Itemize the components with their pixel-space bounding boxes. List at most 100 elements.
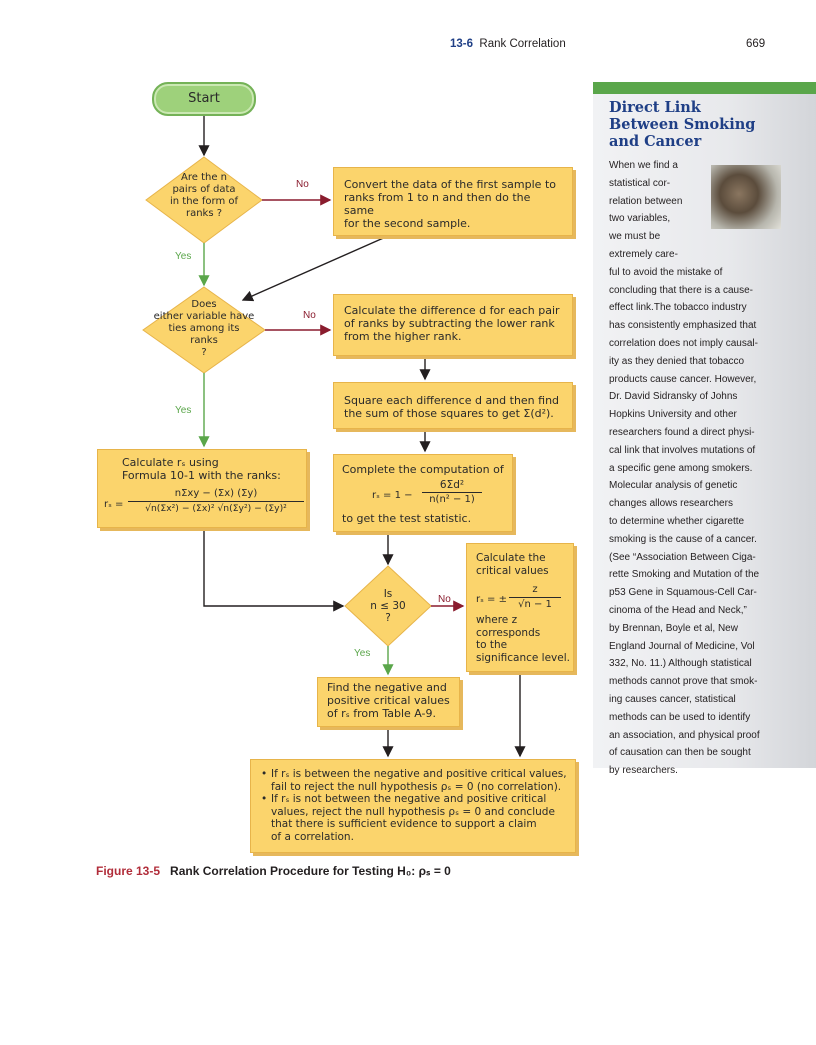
sidebar-text-line: has consistently emphasized that [609, 320, 757, 332]
sidebar-text-line: extremely care- [609, 248, 678, 260]
table-line: Find the negative and [327, 681, 447, 694]
complete-line: to get the test statistic. [342, 512, 472, 525]
sidebar-text-line: of causation can then be sought [609, 747, 751, 759]
complete-numerator: 6Σd² [439, 479, 465, 491]
section-number: 13-6 [450, 38, 474, 50]
sidebar-text-line: ing causes cancer, statistical [609, 693, 736, 705]
complete-denominator: n(n² − 1) [422, 492, 482, 506]
decision-n30-line: Is [383, 588, 393, 600]
decision-n30-text: Is n ≤ 30 ? [352, 588, 424, 624]
sidebar-text-line: an association, and physical proof [609, 729, 760, 741]
critical-line: to the [476, 639, 508, 651]
complete-fraction: 6Σd² n(n² − 1) [422, 479, 482, 506]
decision-ties-line: ranks [190, 335, 218, 346]
decision-ranks-text: Are the n pairs of data in the form of r… [150, 172, 258, 220]
sidebar-text-line: by researchers. [609, 765, 678, 777]
sidebar-text-line: methods cannot prove that smok- [609, 676, 758, 688]
decision-n30-line: ? [385, 612, 391, 624]
difference-box: Calculate the difference d for each pair… [333, 294, 573, 356]
sidebar-box: Direct Link Between Smoking and Cancer W… [593, 82, 816, 776]
table-a9-box: Find the negative and positive critical … [317, 677, 460, 727]
yes-label: Yes [175, 251, 192, 262]
conclusion-line: fail to reject the null hypothesis ρₛ = … [271, 780, 562, 793]
difference-line: of ranks by subtracting the lower rank [344, 317, 555, 330]
conclusion-bullet: • If rₛ is not between the negative and … [261, 793, 575, 843]
sidebar-text-line: researchers found a direct physi- [609, 426, 755, 438]
sidebar-text-line: cal link that involves mutations of [609, 444, 756, 456]
page-number: 669 [746, 38, 766, 50]
decision-ties-line: Does [191, 299, 217, 310]
sidebar-text-line: concluding that there is a cause- [609, 284, 753, 296]
decision-ranks-line: in the form of [169, 196, 239, 207]
convert-line: ranks from 1 to n and then do the same [344, 191, 531, 217]
no-label: No [438, 594, 451, 605]
sidebar-text-line: Dr. David Sidransky of Johns [609, 391, 738, 403]
formula-numerator: nΣxy − (Σx) (Σy) [174, 488, 258, 499]
ashtray-cigarettes-photo [711, 165, 781, 229]
complete-line: Complete the computation of [342, 463, 504, 476]
formula-fraction: nΣxy − (Σx) (Σy) √n(Σx²) − (Σx)² √n(Σy²)… [128, 488, 304, 515]
sidebar-top-bar [593, 82, 816, 94]
yes-label: Yes [354, 648, 371, 659]
sidebar-text-line: products cause cancer. However, [609, 373, 757, 385]
sidebar-title: Direct Link Between Smoking and Cancer [609, 99, 809, 150]
sidebar-title-line: Direct Link [609, 99, 701, 116]
sidebar-text-line: England Journal of Medicine, Vol [609, 640, 755, 652]
decision-ties-line: ties among its [168, 323, 240, 334]
caption-text: Rank Correlation Procedure for Testing H… [170, 864, 451, 878]
conclusion-line: that there is sufficient evidence to sup… [271, 818, 537, 830]
sidebar-text-line: to determine whether cigarette [609, 515, 745, 527]
sidebar-text-line: effect link.The tobacco industry [609, 302, 747, 314]
critical-lhs: rₛ = ± [476, 594, 507, 605]
convert-line: for the second sample. [344, 217, 471, 230]
sidebar-text-line: p53 Gene in Squamous-Cell Car- [609, 587, 757, 599]
sidebar-text-line: we must be [609, 231, 661, 243]
convert-to-ranks-box: Convert the data of the first sample to … [333, 167, 573, 236]
difference-line: from the higher rank. [344, 330, 462, 343]
no-label: No [296, 179, 309, 190]
sidebar-text-line: a specific gene among smokers. [609, 462, 753, 474]
critical-denominator: √n − 1 [509, 597, 561, 611]
sidebar-text-line: changes allows researchers [609, 498, 733, 510]
critical-numerator: z [532, 584, 538, 595]
complete-lhs: rₛ = 1 − [372, 490, 413, 501]
sidebar-text-line: ity as they denied that tobacco [609, 355, 745, 367]
sidebar-text-line: When we find a [609, 160, 678, 171]
critical-line: significance level. [476, 651, 570, 664]
square-difference-box: Square each difference d and then find t… [333, 382, 573, 429]
sidebar-text-line: relation between [609, 195, 683, 207]
running-header: 13-6 Rank Correlation 669 [0, 38, 816, 54]
conclusion-line: of a correlation. [271, 830, 354, 843]
sidebar-title-line: and Cancer [609, 133, 702, 150]
sidebar-text-line: two variables, [609, 213, 671, 225]
sidebar-text-line: methods can be used to identify [609, 711, 751, 723]
start-node: Start [152, 82, 256, 116]
square-line: the sum of those squares to get Σ(d²). [344, 407, 554, 420]
decision-ties-text: Does either variable have ties among its… [140, 299, 268, 359]
sidebar-text-line: Hopkins University and other [609, 409, 737, 421]
formula-10-1-box: Calculate rₛ using Formula 10-1 with the… [97, 449, 307, 528]
sidebar-text-line: by Brennan, Boyle et al, New [609, 622, 738, 634]
critical-line: where z [476, 614, 518, 626]
conclusion-box: • If rₛ is between the negative and posi… [250, 759, 576, 853]
yes-label: Yes [175, 405, 192, 416]
sidebar-text-line: correlation does not imply causal- [609, 337, 758, 349]
table-line: positive critical values [327, 694, 450, 707]
no-label: No [303, 310, 316, 321]
decision-ties-line: either variable have [153, 311, 255, 322]
decision-n30-line: n ≤ 30 [370, 600, 406, 612]
sidebar-text-line: cinoma of the Head and Neck,” [609, 604, 747, 616]
table-line: of rₛ from Table A-9. [327, 707, 437, 720]
critical-line: critical values [476, 564, 549, 577]
sidebar-text-line: ful to avoid the mistake of [609, 266, 723, 278]
critical-fraction: z √n − 1 [509, 584, 561, 611]
complete-computation-box: Complete the computation of rₛ = 1 − 6Σd… [333, 454, 513, 532]
sidebar-text-line: rette Smoking and Mutation of the [609, 569, 760, 581]
conclusion-bullet: • If rₛ is between the negative and posi… [261, 768, 575, 793]
decision-ranks-line: ranks ? [185, 208, 223, 219]
difference-line: Calculate the difference d for each pair [344, 304, 560, 317]
formula-denominator: √n(Σx²) − (Σx)² √n(Σy²) − (Σy)² [128, 501, 304, 515]
conclusion-line: values, reject the null hypothesis ρₛ = … [271, 805, 555, 818]
